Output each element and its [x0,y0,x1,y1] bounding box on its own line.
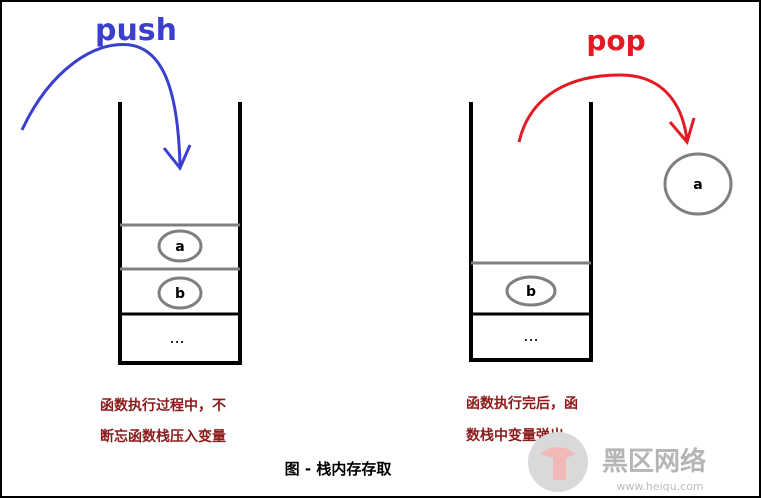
push-label: push [95,13,177,48]
popped-element-label: a [693,177,702,193]
caption-left-line1: 函数执行过程中，不 [100,397,226,414]
watermark-logo: 黑区网络 www.heiqu.com [528,432,706,493]
watermark-url: www.heiqu.com [616,480,703,493]
pop-stack-element-label: b [526,284,536,300]
pop-arrow [517,73,689,143]
push-arrow-head [162,144,192,171]
watermark-brand: 黑区网络 [602,446,706,477]
watermark-glyph [540,447,576,480]
push-stack-element [157,276,203,310]
caption-left-line2: 断忘函数栈压入变量 [100,428,226,445]
push-stack-element [157,229,203,263]
pop-stack-ellipsis: ... [523,326,538,345]
popped-element [663,152,733,216]
pop-arrow-head [668,117,696,146]
push-stack-element-label: b [175,286,185,302]
pop-label: pop [586,24,645,57]
push-stack-ellipsis: ... [169,328,184,347]
diagram-title: 图 - 栈内存存取 [285,460,393,478]
pop-stack-element [505,275,557,307]
push-arrow [20,42,182,166]
caption-right-line1: 函数执行完后，函 [466,395,578,412]
push-stack-element-label: a [175,239,184,255]
